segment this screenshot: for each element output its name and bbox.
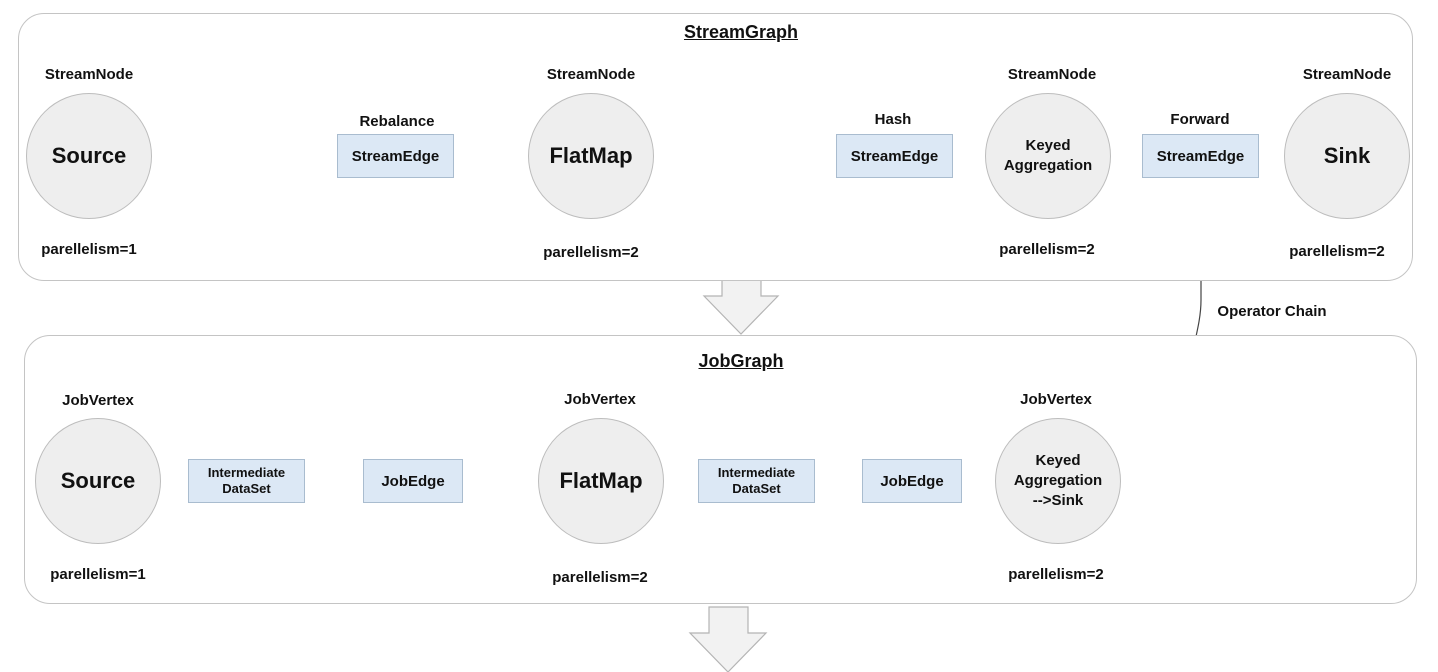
job-vertex-parallelism: parellelism=2 — [552, 569, 648, 586]
stream-edge-box: StreamEdge — [836, 134, 953, 178]
stream-node-flatmap: FlatMap — [528, 93, 654, 219]
job-vertex-parallelism: parellelism=1 — [50, 566, 146, 583]
job-edge-box: JobEdge — [363, 459, 463, 503]
edge-partitioner-label: Rebalance — [359, 113, 435, 130]
job-vertex-type-label: JobVertex — [564, 391, 636, 408]
stream-node-source: Source — [26, 93, 152, 219]
stream-node-parallelism: parellelism=1 — [41, 241, 137, 258]
intermediate-dataset-box: Intermediate DataSet — [188, 459, 305, 503]
jobgraph-title: JobGraph — [698, 351, 784, 371]
job-vertex-type-label: JobVertex — [1020, 391, 1092, 408]
stream-node-sink: Sink — [1284, 93, 1410, 219]
stream-edge-box: StreamEdge — [337, 134, 454, 178]
stream-node-type-label: StreamNode — [44, 66, 134, 83]
job-vertex-parallelism: parellelism=2 — [1008, 566, 1104, 583]
job-edge-box: JobEdge — [862, 459, 962, 503]
stream-edge-box: StreamEdge — [1142, 134, 1259, 178]
stream-node-parallelism: parellelism=2 — [543, 244, 639, 261]
operator-chain-label: Operator Chain — [1217, 303, 1327, 320]
edge-partitioner-label: Hash — [874, 111, 912, 128]
intermediate-dataset-box: Intermediate DataSet — [698, 459, 815, 503]
stream-node-type-label: StreamNode — [546, 66, 636, 83]
job-vertex-flatmap: FlatMap — [538, 418, 664, 544]
down-block-arrow — [688, 606, 768, 672]
stream-node-keyed-aggregation: Keyed Aggregation — [985, 93, 1111, 219]
job-vertex-source: Source — [35, 418, 161, 544]
job-vertex-keyed-aggregation-sink: Keyed Aggregation -->Sink — [995, 418, 1121, 544]
stream-node-type-label: StreamNode — [1302, 66, 1392, 83]
job-vertex-type-label: JobVertex — [62, 392, 134, 409]
streamgraph-title: StreamGraph — [683, 22, 799, 42]
edge-partitioner-label: Forward — [1170, 111, 1230, 128]
stream-node-parallelism: parellelism=2 — [999, 241, 1095, 258]
stream-node-type-label: StreamNode — [1007, 66, 1097, 83]
stream-node-parallelism: parellelism=2 — [1289, 243, 1385, 260]
